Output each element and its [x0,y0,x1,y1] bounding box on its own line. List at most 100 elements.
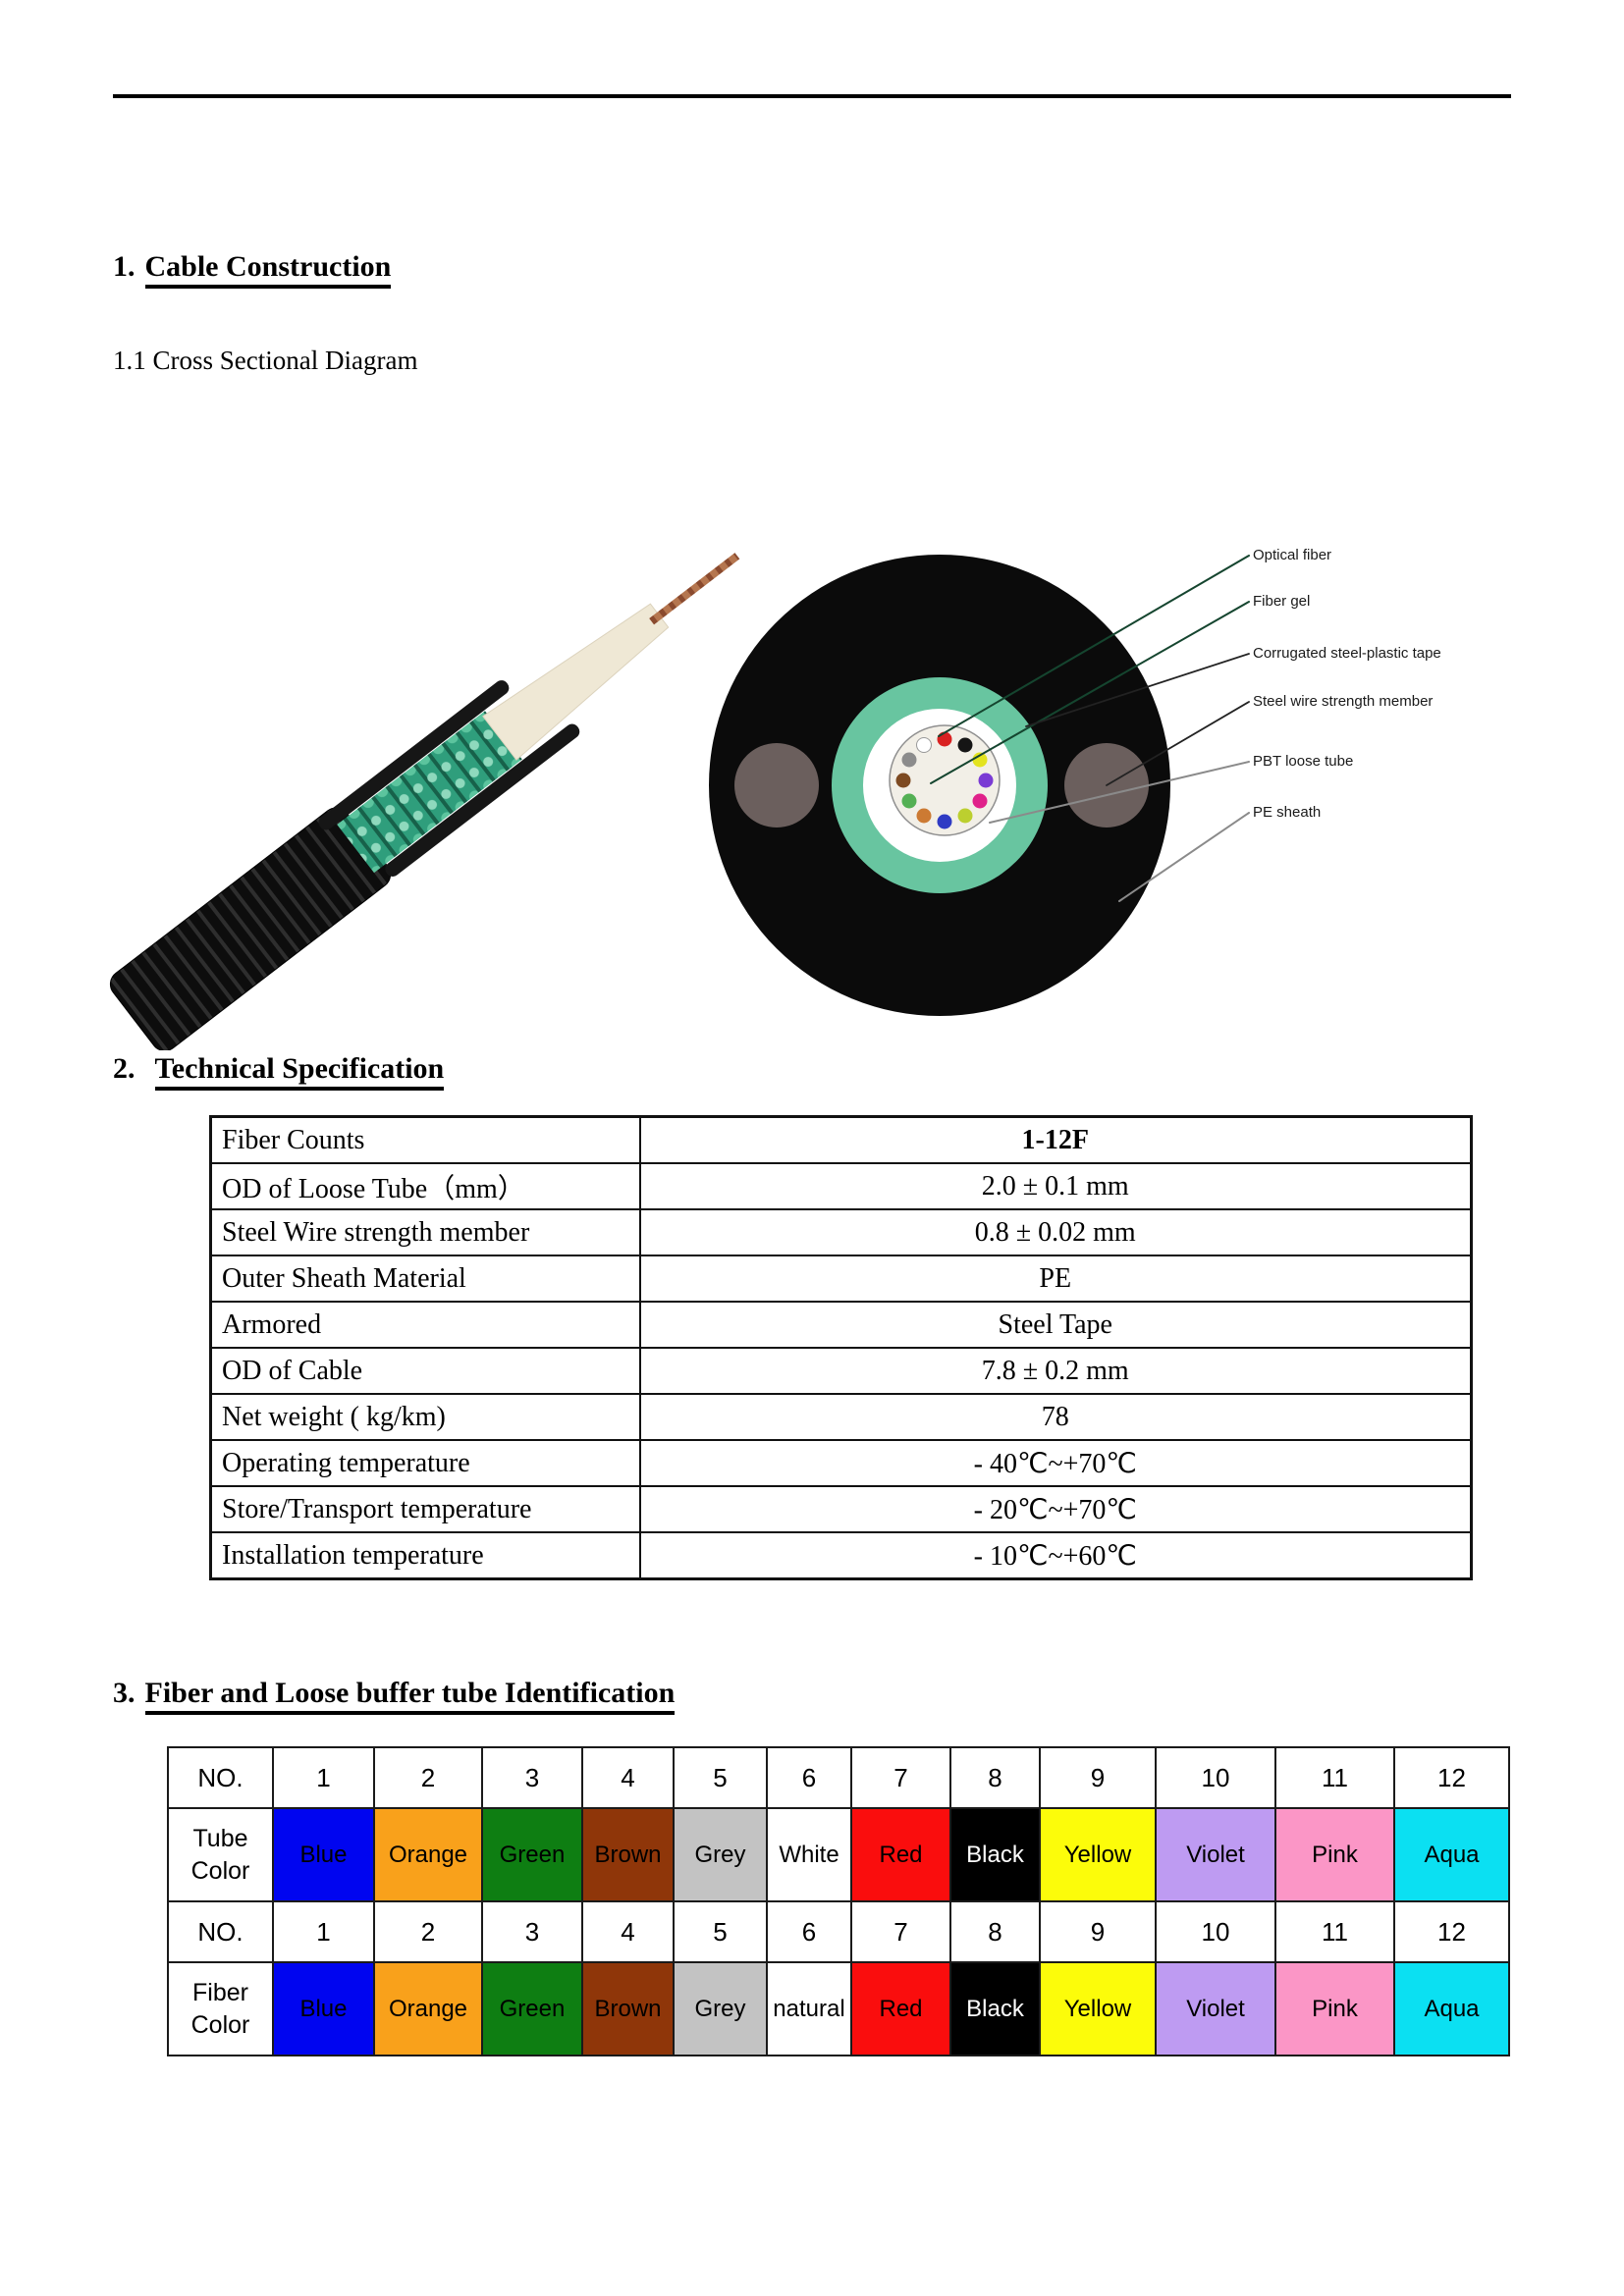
tube-color-cell: White [766,1807,852,1902]
tube-number: 8 [949,1746,1041,1809]
section-3-number: 3. [113,1677,135,1709]
no-header: NO. [167,1746,274,1809]
tube-color-cell: Black [949,1807,1041,1902]
diagram-label-pe-sheath: PE sheath [1253,804,1322,821]
leader-lines [930,555,1250,902]
tube-number: 3 [481,1746,583,1809]
tube-number: 11 [1274,1746,1395,1809]
section-3-heading: 3. Fiber and Loose buffer tube Identifica… [113,1677,676,1715]
diagram-label-steel-wire: Steel wire strength member [1253,693,1434,710]
spec-value: 7.8 ± 0.2 mm [638,1347,1473,1395]
leader-line-pbt-loose-tube [989,761,1250,824]
fiber-number: 2 [373,1900,483,1963]
tube-number: 10 [1155,1746,1276,1809]
spec-row: Net weight ( kg/km)78 [209,1393,1473,1441]
tube-color-cell: Grey [673,1807,768,1902]
spec-row: OD of Loose Tube（mm）2.0 ± 0.1 mm [209,1162,1473,1210]
spec-label: OD of Loose Tube（mm） [209,1162,641,1210]
tube-number: 1 [272,1746,375,1809]
fiber-color-cell: Yellow [1039,1961,1157,2056]
tube-number: 6 [766,1746,852,1809]
cable-photo-steel-wire-bottom [385,723,580,877]
tube-color-cell: Blue [272,1807,375,1902]
tube-number: 12 [1393,1746,1510,1809]
fiber-dot [895,773,911,788]
section-1-heading: 1.Cable Construction [113,250,392,289]
fiber-color-cell: Violet [1155,1961,1276,2056]
fiber-color-cell: Orange [373,1961,483,2056]
fiber-color-cell: Pink [1274,1961,1395,2056]
fiber-color-header-line1: Fiber [192,1979,248,2006]
diagram-label-fiber-gel: Fiber gel [1253,593,1311,610]
spec-label: Fiber Counts [209,1115,641,1164]
tube-color-header-line1: Tube [192,1825,248,1852]
fiber-number: 8 [949,1900,1041,1963]
section-2-title: Technical Specification [154,1052,445,1091]
tube-color-cell: Yellow [1039,1807,1157,1902]
fiber-color-cell: Black [949,1961,1041,2056]
spec-value: - 40℃~+70℃ [638,1439,1473,1487]
cable-photo-strength-wire [649,553,740,625]
fiber-dot [957,737,973,753]
tube-color-cell: Aqua [1393,1807,1510,1902]
spec-label: Steel Wire strength member [209,1208,641,1256]
tube-color-cell: Orange [373,1807,483,1902]
fiber-dot [972,793,988,809]
fiber-color-cell: Green [481,1961,583,2056]
fiber-number: 10 [1155,1900,1276,1963]
spec-value: - 20℃~+70℃ [638,1485,1473,1533]
cross-section-strength-member-left [734,743,819,828]
spec-label: Installation temperature [209,1531,641,1580]
tube-number-row: NO. 1 2 3 4 5 6 7 8 9 10 11 12 [167,1746,1510,1809]
fiber-dot [957,808,973,824]
cross-section-loose-tube [889,724,1001,836]
section-1-title: Cable Construction [144,250,392,289]
diagram-label-corrugated-tape: Corrugated steel-plastic tape [1253,645,1441,662]
fiber-number: 9 [1039,1900,1157,1963]
spec-row: Store/Transport temperature- 20℃~+70℃ [209,1485,1473,1533]
leader-line-fiber-gel [930,601,1250,784]
fiber-number-row: NO. 1 2 3 4 5 6 7 8 9 10 11 12 [167,1900,1510,1963]
spec-label: Outer Sheath Material [209,1255,641,1303]
cable-figure [109,553,1250,1050]
fiber-dot [972,752,988,768]
spec-row: Operating temperature- 40℃~+70℃ [209,1439,1473,1487]
leader-line-optical-fiber [938,555,1250,737]
fiber-number: 4 [581,1900,675,1963]
spec-value: 2.0 ± 0.1 mm [638,1162,1473,1210]
fiber-number: 11 [1274,1900,1395,1963]
section-3-title: Fiber and Loose buffer tube Identificati… [144,1677,676,1715]
fiber-dot [901,752,917,768]
tube-color-cell: Violet [1155,1807,1276,1902]
spec-label: Operating temperature [209,1439,641,1487]
fiber-color-cell: Red [850,1961,951,2056]
spec-value: - 10℃~+60℃ [638,1531,1473,1580]
fiber-color-cell: Blue [272,1961,375,2056]
spec-label: OD of Cable [209,1347,641,1395]
tube-color-cell: Brown [581,1807,675,1902]
fiber-color-cell: Grey [673,1961,768,2056]
cable-photo-corrugated-tape [337,711,522,874]
cable-photo [109,553,740,1050]
leader-line-steel-wire [1106,701,1250,786]
spec-value: 1-12F [638,1115,1473,1164]
section-2-number: 2. [113,1052,135,1085]
diagram-label-pbt-loose-tube: PBT loose tube [1253,753,1354,770]
fiber-number: 7 [850,1900,951,1963]
fiber-color-cell: Brown [581,1961,675,2056]
tube-color-header-line2: Color [190,1856,250,1885]
tube-number: 2 [373,1746,483,1809]
fiber-number: 1 [272,1900,375,1963]
header-rule [113,94,1511,98]
fiber-color-cell: natural [766,1961,852,2056]
tube-color-cell: Red [850,1807,951,1902]
tube-color-cell: Green [481,1807,583,1902]
fiber-dot [978,773,994,788]
